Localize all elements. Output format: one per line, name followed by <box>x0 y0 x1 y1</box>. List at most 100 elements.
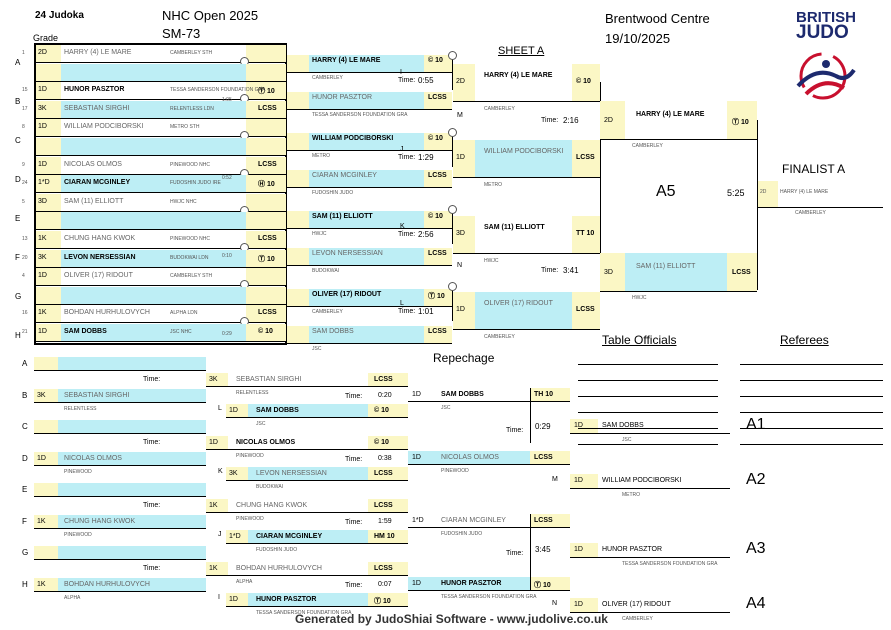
pool-number: 9 <box>22 161 25 168</box>
category-title: SM-73 <box>162 26 201 41</box>
pool-line <box>36 210 286 212</box>
club-name: ALPHA <box>236 579 253 585</box>
score-cell <box>572 216 600 253</box>
score-cell <box>368 593 408 606</box>
judoka-count: 24 Judoka <box>35 10 84 21</box>
grade: 1D <box>412 391 421 398</box>
bronze-label: A4 <box>746 595 766 612</box>
score: Ⓣ 10 <box>374 598 391 605</box>
score-cell <box>572 292 600 329</box>
pool-score-cell <box>246 138 286 155</box>
score: LCSS <box>374 502 393 509</box>
pool-line <box>36 229 286 231</box>
pool-score-cell <box>246 175 286 193</box>
grade-cell <box>226 530 248 543</box>
repechage-row-label: H <box>22 579 28 589</box>
score: LCSS <box>374 376 393 383</box>
official-line <box>578 444 718 445</box>
official-line <box>578 412 718 413</box>
grade-cell <box>287 326 309 343</box>
score-cell <box>368 562 408 575</box>
grade-cell <box>570 474 598 488</box>
pool-line <box>36 248 286 249</box>
pool-slot <box>36 249 246 267</box>
grade-cell <box>226 593 248 606</box>
grade: 1D <box>229 596 238 603</box>
score-cell <box>368 530 408 543</box>
match-letter: J <box>400 146 404 153</box>
repechage-slot <box>34 514 206 528</box>
competitor-name: LEVON NERSESSIAN <box>256 470 327 477</box>
grade-cell <box>600 101 625 139</box>
event-title: NHC Open 2025 <box>162 8 259 23</box>
pool-score-cell <box>246 119 286 137</box>
repechage-row-label: E <box>22 485 28 494</box>
grade: 1D <box>229 407 238 414</box>
time-label: Time: <box>143 375 161 383</box>
grade-cell <box>34 483 58 496</box>
grade-cell <box>206 436 228 449</box>
grade: 1D <box>456 306 465 313</box>
match-marker-icon <box>448 282 457 291</box>
pool-line <box>36 266 286 268</box>
competitor-name: SEBASTIAN SIRGHI <box>64 104 130 112</box>
repechage-slot <box>34 388 206 402</box>
competitor-slot <box>287 55 452 72</box>
score: Ⓣ 10 <box>732 119 749 126</box>
competitor-name: HUNOR PASZTOR <box>441 580 502 587</box>
slot-line <box>758 207 883 208</box>
club-name: METRO <box>484 182 503 188</box>
grade: 2D <box>760 189 767 195</box>
pool-grade-cell <box>36 45 61 62</box>
pool-grade-cell <box>36 324 61 341</box>
repechage-title: Repechage <box>433 351 495 365</box>
pool-grade-cell <box>36 119 61 137</box>
grade: 1D <box>412 580 421 587</box>
match-time: 3:45 <box>535 545 551 554</box>
pool-score-cell <box>246 156 286 174</box>
score-cell <box>368 467 408 480</box>
official-line <box>578 428 718 429</box>
referee-line <box>740 396 883 397</box>
grade-cell <box>34 546 58 559</box>
repechage-slot <box>34 483 206 496</box>
time-label: Time: <box>398 154 416 161</box>
grade-cell <box>287 289 309 306</box>
pool-number: 5 <box>22 198 25 205</box>
match-time: 0:29 <box>535 422 551 431</box>
score: LCSS <box>534 454 553 461</box>
match-connector <box>452 209 453 244</box>
repechage-r3-slot <box>408 577 570 590</box>
pool-score-cell <box>246 249 286 267</box>
score-cell <box>368 436 408 449</box>
time-label: Time: <box>506 427 524 434</box>
grade: 1D <box>37 454 46 462</box>
competitor-name: HARRY (4) LE MARE <box>312 57 381 64</box>
score: TH 10 <box>534 391 554 398</box>
club-name: PINEWOOD <box>236 516 264 522</box>
competitor-name: LEVON NERSESSIAN <box>312 250 383 257</box>
club-name: CAMBERLEY STH <box>170 273 213 280</box>
score: © 10 <box>428 135 443 142</box>
referee-line <box>740 364 883 365</box>
grade-cell <box>287 92 309 109</box>
club-name: PINEWOOD <box>64 468 92 475</box>
competitor-name: SAM (11) ELLIOTT <box>64 197 124 205</box>
slot-line <box>287 228 452 229</box>
match-letter: M <box>552 476 558 483</box>
repechage-row-label: F <box>22 516 27 526</box>
grade-cell <box>570 598 598 612</box>
slot-line <box>408 590 570 591</box>
pool-row-label: E <box>15 214 21 223</box>
grade-cell <box>453 216 475 253</box>
slot-line <box>206 449 408 450</box>
referees-label: Referees <box>780 333 829 347</box>
date: 19/10/2025 <box>605 31 671 46</box>
match-letter: N <box>552 600 558 607</box>
grade: 3D <box>456 230 465 237</box>
score-cell <box>368 404 408 417</box>
club-name: JSC <box>312 346 322 352</box>
competitor-name: HARRY (4) LE MARE <box>636 111 705 118</box>
repechage-row-label: C <box>22 422 28 431</box>
bronze-label: A1 <box>746 416 766 433</box>
